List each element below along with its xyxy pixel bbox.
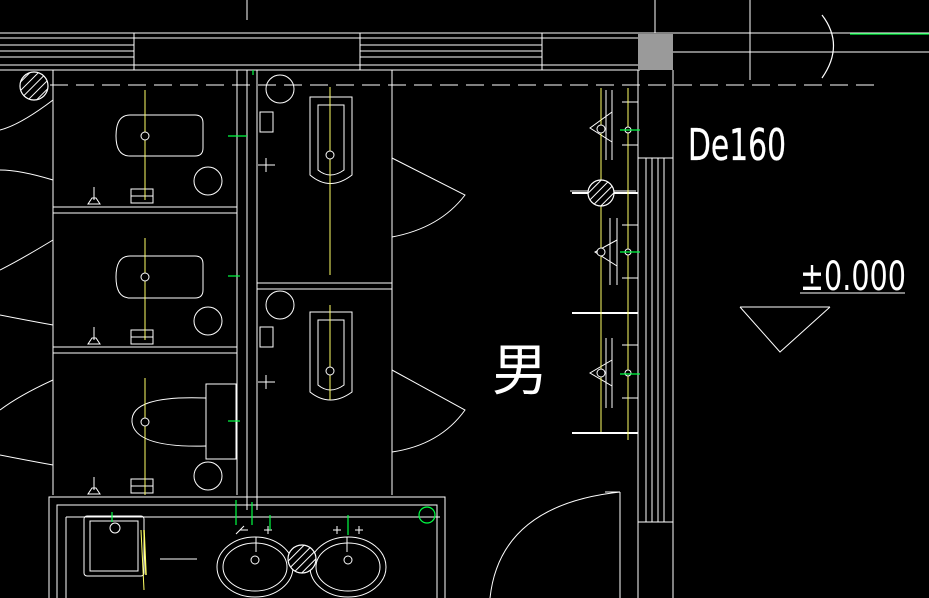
western-toilet — [131, 383, 237, 491]
right-wall — [637, 70, 674, 598]
middle-stalls — [257, 70, 466, 495]
sink-yellow-mark — [143, 529, 147, 576]
elevation-marker — [739, 292, 905, 353]
structural-column — [638, 34, 673, 70]
stall-accessories — [87, 74, 295, 495]
elevation-label: ±0.000 — [800, 254, 906, 300]
top-wall-band — [0, 33, 640, 70]
room-label-male: 男 — [492, 339, 548, 404]
floor-drain-urinal — [587, 179, 615, 207]
urinal-fixtures — [570, 90, 638, 408]
floor-drain-sink — [287, 544, 317, 574]
squat-toilet-1 — [115, 114, 223, 196]
drain-points — [140, 124, 632, 565]
left-stalls — [0, 70, 258, 510]
pipe-size-label: De160 — [688, 120, 786, 171]
door-arc-top-right — [821, 14, 834, 79]
floor-drain-top-left — [19, 71, 49, 101]
centerlines — [140, 87, 629, 591]
floor-drains — [19, 71, 615, 574]
squat-toilet-2 — [115, 255, 223, 336]
grid-lines — [0, 0, 929, 80]
green-pipes — [111, 33, 929, 535]
wash-counter — [48, 491, 621, 598]
